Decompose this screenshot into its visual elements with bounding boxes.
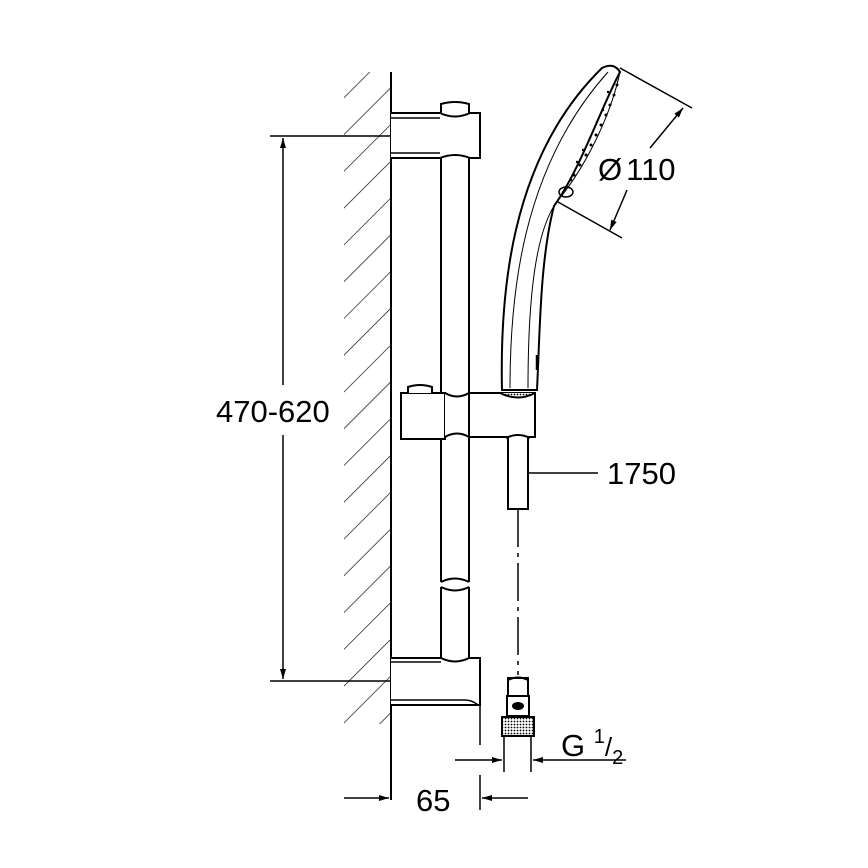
spray-nozzles	[569, 83, 619, 182]
rail-height-dimension	[270, 135, 391, 682]
upper-bracket	[391, 101, 481, 159]
hand-shower	[500, 64, 622, 391]
hose-length-label: 1750	[607, 456, 676, 491]
lower-bracket	[391, 657, 481, 745]
hose	[505, 434, 531, 675]
wall-offset-dimension	[344, 775, 528, 810]
wall	[344, 72, 392, 800]
thread-size-label: G 1/2	[561, 726, 624, 769]
hose-nut	[501, 676, 535, 772]
rail-height-label: 470-620	[216, 394, 330, 429]
slider	[400, 384, 536, 440]
rail	[440, 158, 470, 662]
wall-offset-label: 65	[416, 783, 451, 818]
diameter-dimension	[557, 67, 693, 239]
